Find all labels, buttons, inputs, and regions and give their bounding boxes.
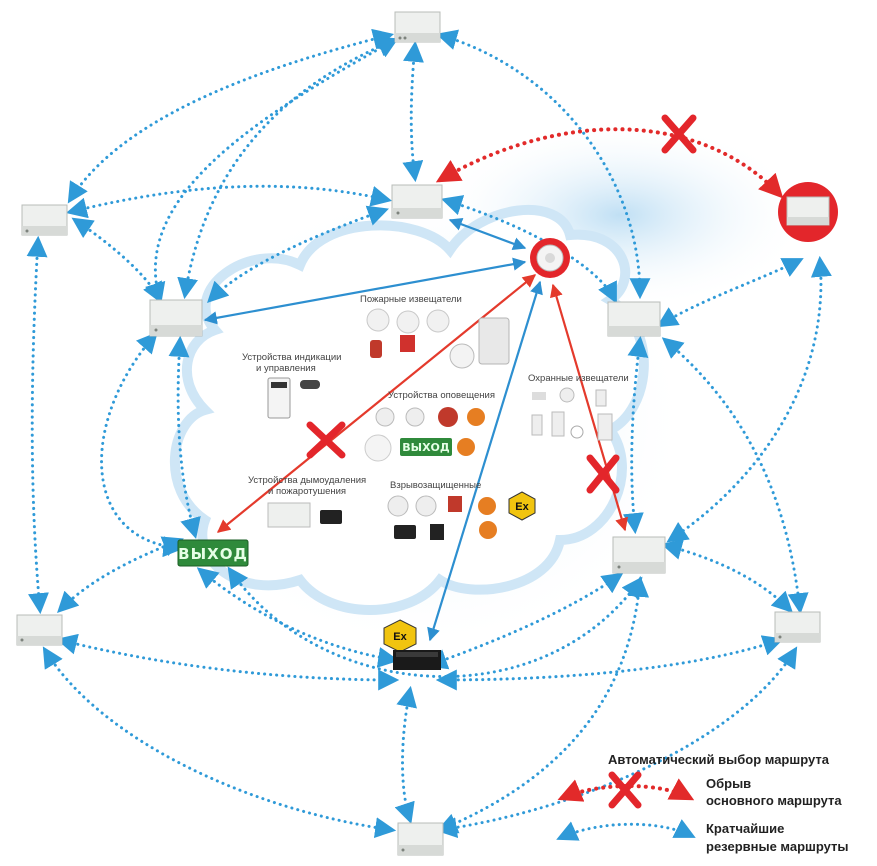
- indication-label-1: Устройства индикации: [242, 352, 341, 363]
- notification-group: Устройства оповещения ВЫХОД: [364, 390, 495, 462]
- legend-backup-line2: резервные маршруты: [706, 839, 849, 854]
- fire-detectors-group: Пожарные извещатели: [360, 294, 510, 369]
- svg-text:Ex: Ex: [393, 631, 407, 643]
- legend-break-line1: Обрыв: [706, 776, 751, 791]
- legend-title: Автоматический выбор маршрута: [608, 752, 830, 767]
- ex-module: Ex: [383, 619, 441, 670]
- indication-group: Устройства индикации и управления: [242, 352, 341, 419]
- broken-route: [435, 114, 784, 199]
- exit-sign: ВЫХОД: [177, 539, 249, 567]
- legend: Автоматический выбор маршрута Обрыв осно…: [556, 752, 849, 854]
- security-label: Охранные извещатели: [528, 373, 629, 384]
- module-lower-right: [774, 611, 821, 643]
- module-center-top: [391, 184, 443, 219]
- notification-exit-text: ВЫХОД: [402, 441, 450, 454]
- legend-break-cross: [608, 771, 642, 809]
- module-right-lower: [612, 536, 666, 574]
- smoke-label-1: Устройства дымоудаления: [248, 475, 366, 486]
- explosion-proof-group: Взрывозащищенные Ex: [387, 480, 536, 540]
- explosion-proof-label: Взрывозащищенные: [390, 480, 481, 491]
- module-lower-left: [16, 614, 63, 646]
- central-detector: [530, 238, 570, 278]
- module-bottom: [397, 822, 444, 856]
- fire-detectors-label: Пожарные извещатели: [360, 294, 462, 305]
- module-right-mid: [607, 301, 661, 337]
- smoke-control-group: Устройства дымоудаления и пожаротушения: [248, 475, 366, 528]
- break-cross-right: [586, 454, 620, 494]
- module-top: [394, 11, 441, 43]
- break-cross-left: [306, 421, 346, 459]
- notification-label: Устройства оповещения: [388, 390, 495, 401]
- svg-text:ВЫХОД: ВЫХОД: [178, 545, 248, 563]
- indication-label-2: и управления: [256, 363, 316, 374]
- module-upper-left: [21, 204, 68, 236]
- smoke-label-2: и пожаротушения: [268, 486, 346, 497]
- security-group: Охранные извещатели: [528, 373, 629, 441]
- legend-backup-line1: Кратчайшие: [706, 821, 784, 836]
- legend-break-line2: основного маршрута: [706, 793, 842, 808]
- backup-routes: [26, 28, 832, 839]
- failed-module: [778, 182, 838, 242]
- module-left: [149, 299, 203, 337]
- ex-mark-cloud: Ex: [515, 501, 529, 513]
- break-cross-top: [661, 114, 697, 154]
